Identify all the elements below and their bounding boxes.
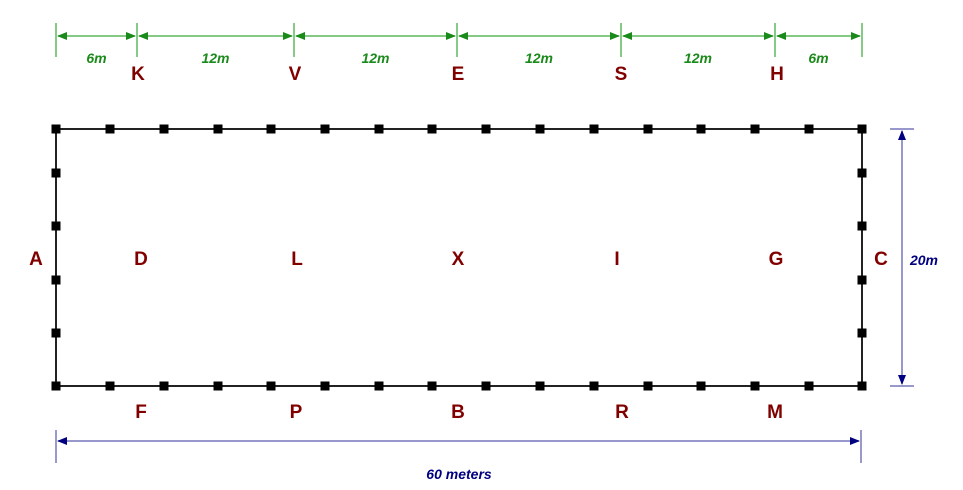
fence-marker <box>857 381 867 391</box>
fence-marker <box>51 168 61 178</box>
segment-length-label: 6m <box>86 50 106 66</box>
fence-marker <box>643 124 653 134</box>
fence-marker <box>105 124 115 134</box>
fence-marker <box>159 124 169 134</box>
arena-letters: K V E S H A D L X I G C F P B R M <box>29 64 888 423</box>
fence-marker <box>804 381 814 391</box>
fence-marker <box>857 221 867 231</box>
fence-marker <box>750 381 760 391</box>
segment-length-label: 12m <box>201 50 229 66</box>
fence-marker <box>643 381 653 391</box>
arena-letter-top: S <box>615 64 628 85</box>
fence-marker <box>427 124 437 134</box>
arena-letter-center: A <box>29 249 43 270</box>
fence-marker <box>51 124 61 134</box>
fence-marker <box>266 124 276 134</box>
fence-marker <box>857 168 867 178</box>
fence-marker <box>266 381 276 391</box>
arena-letter-top: K <box>131 64 145 85</box>
arena-letter-center: L <box>291 249 303 270</box>
fence-marker <box>320 381 330 391</box>
fence-marker <box>51 328 61 338</box>
fence-marker <box>51 221 61 231</box>
fence-marker <box>589 381 599 391</box>
arena-letter-bottom: F <box>135 402 147 423</box>
arena-boundary <box>55 128 863 387</box>
fence-marker <box>213 124 223 134</box>
arena-letter-top: H <box>770 64 784 85</box>
fence-marker <box>427 381 437 391</box>
fence-marker <box>750 124 760 134</box>
fence-marker <box>213 381 223 391</box>
arena-letter-center: D <box>134 249 148 270</box>
height-label: 20m <box>909 252 938 268</box>
fence-marker <box>481 381 491 391</box>
arena-letter-top: V <box>289 64 302 85</box>
fence-marker <box>696 124 706 134</box>
fence-marker <box>159 381 169 391</box>
width-dimension: 60 meters <box>55 430 862 482</box>
arena-letter-center: X <box>452 249 465 270</box>
segment-length-label: 6m <box>808 50 828 66</box>
fence-marker <box>857 124 867 134</box>
fence-marker <box>320 124 330 134</box>
segment-length-label: 12m <box>361 50 389 66</box>
fence-marker <box>374 124 384 134</box>
fence-marker <box>51 275 61 285</box>
arena-letter-top: E <box>452 64 465 85</box>
arena-letter-center: I <box>614 249 619 270</box>
width-label: 60 meters <box>426 466 492 482</box>
fence-marker <box>696 381 706 391</box>
arena-letter-bottom: M <box>767 402 783 423</box>
arena-letter-bottom: R <box>615 402 629 423</box>
fence-marker <box>481 124 491 134</box>
arena-fence-markers <box>51 124 867 391</box>
height-dimension: 20m <box>890 128 938 387</box>
fence-marker <box>804 124 814 134</box>
fence-marker <box>535 381 545 391</box>
arena-letter-bottom: P <box>290 402 303 423</box>
fence-marker <box>535 124 545 134</box>
fence-marker <box>857 328 867 338</box>
fence-marker <box>51 381 61 391</box>
segment-length-label: 12m <box>525 50 553 66</box>
top-dimension-line: 6m 12m 12m 12m 12m 6m <box>55 23 863 66</box>
arena-letter-center: G <box>769 249 784 270</box>
arena-letter-center: C <box>874 249 888 270</box>
segment-length-label: 12m <box>684 50 712 66</box>
fence-marker <box>857 275 867 285</box>
arena-letter-bottom: B <box>451 402 465 423</box>
fence-marker <box>374 381 384 391</box>
fence-marker <box>105 381 115 391</box>
fence-marker <box>589 124 599 134</box>
